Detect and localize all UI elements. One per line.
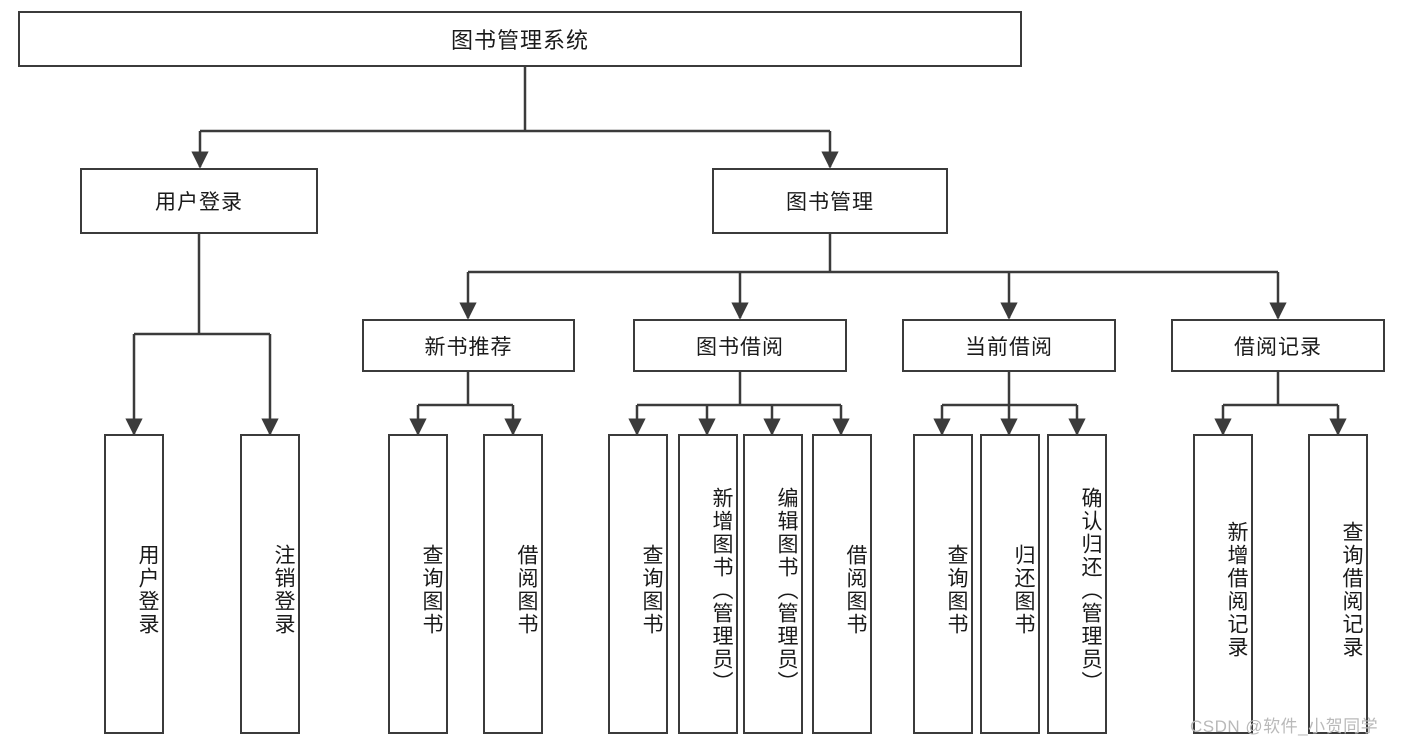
csdn-watermark: CSDN @软件_小贺同学 <box>1190 717 1379 736</box>
node-user-login[interactable]: 用户登录 <box>80 168 318 234</box>
leaf-user-login[interactable]: 用户登录 <box>104 434 164 734</box>
node-book-borrow[interactable]: 图书借阅 <box>633 319 847 372</box>
leaf-add-book-admin[interactable]: 新增图书（管理员） <box>678 434 738 734</box>
leaf-query-book-recommend[interactable]: 查询图书 <box>388 434 448 734</box>
node-book-management[interactable]: 图书管理 <box>712 168 948 234</box>
leaf-borrow-book-recommend[interactable]: 借阅图书 <box>483 434 543 734</box>
leaf-query-book-current[interactable]: 查询图书 <box>913 434 973 734</box>
leaf-add-borrow-record[interactable]: 新增借阅记录 <box>1193 434 1253 734</box>
node-new-book-recommend[interactable]: 新书推荐 <box>362 319 575 372</box>
leaf-edit-book-admin[interactable]: 编辑图书（管理员） <box>743 434 803 734</box>
node-current-borrow[interactable]: 当前借阅 <box>902 319 1116 372</box>
leaf-confirm-return-admin[interactable]: 确认归还（管理员） <box>1047 434 1107 734</box>
leaf-query-book-borrow[interactable]: 查询图书 <box>608 434 668 734</box>
leaf-query-borrow-record[interactable]: 查询借阅记录 <box>1308 434 1368 734</box>
leaf-return-book[interactable]: 归还图书 <box>980 434 1040 734</box>
node-root-system[interactable]: 图书管理系统 <box>18 11 1022 67</box>
leaf-borrow-book[interactable]: 借阅图书 <box>812 434 872 734</box>
node-borrow-record[interactable]: 借阅记录 <box>1171 319 1385 372</box>
leaf-logout-login[interactable]: 注销登录 <box>240 434 300 734</box>
